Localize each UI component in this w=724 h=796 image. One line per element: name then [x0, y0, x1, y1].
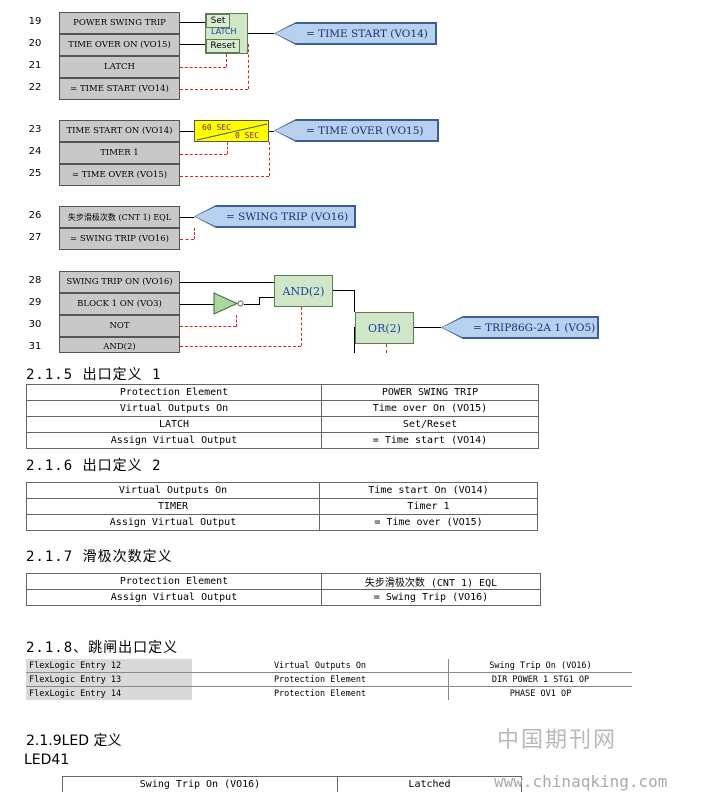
led-table: Swing Trip On (VO16) Latched — [62, 776, 522, 792]
logic-entry: BLOCK 1 ON (VO3) — [59, 293, 180, 315]
row-number: 29 — [28, 297, 42, 308]
timer-block: 60 SEC 0 SEC — [194, 120, 269, 142]
logic-entry: = SWING TRIP (VO16) — [59, 228, 180, 250]
output-tag: = SWING TRIP (VO16) — [195, 206, 355, 227]
section-subheading: LED41 — [24, 752, 70, 768]
row-number: 19 — [28, 16, 42, 27]
table-row: FlexLogic Entry 12 Virtual Outputs On Sw… — [26, 659, 632, 673]
row-number: 21 — [28, 60, 42, 71]
logic-entry: = TIME START (VO14) — [59, 78, 180, 100]
row-number: 26 — [28, 210, 42, 221]
and-gate: AND(2) — [274, 275, 333, 307]
section-heading: 2.1.8、跳闸出口定义 — [26, 640, 179, 656]
row-number: 28 — [28, 275, 42, 286]
table-cell: = Swing Trip (VO16) — [321, 589, 541, 606]
logic-entry: TIMER 1 — [59, 142, 180, 164]
table-cell: Assign Virtual Output — [26, 432, 322, 449]
table-cell: = Time start (VO14) — [321, 432, 539, 449]
table-cell: Latched — [337, 776, 522, 792]
or-gate: OR(2) — [355, 312, 414, 344]
flexlogic-table: FlexLogic Entry 12 Virtual Outputs On Sw… — [26, 659, 632, 700]
output-tag: = TIME OVER (VO15) — [275, 120, 438, 141]
table-cell: DIR POWER 1 STG1 OP — [448, 672, 632, 687]
logic-entry: SWING TRIP ON (VO16) — [59, 271, 180, 293]
table-cell: PHASE OV1 OP — [448, 686, 632, 700]
table-cell: Assign Virtual Output — [26, 589, 322, 606]
section-heading: 2.1.9LED 定义 — [26, 733, 122, 749]
row-number: 20 — [28, 38, 42, 49]
row-number: 22 — [28, 82, 42, 93]
section-heading: 2.1.6 出口定义 2 — [26, 458, 162, 474]
row-number: 31 — [28, 341, 42, 352]
table-cell: Swing Trip On (VO16) — [448, 659, 632, 673]
row-number: 23 — [28, 124, 42, 135]
table-cell: FlexLogic Entry 12 — [26, 659, 192, 673]
watermark-text: 中国期刊网 — [497, 728, 618, 753]
row-number: 24 — [28, 146, 42, 157]
logic-entry: AND(2) — [59, 337, 180, 353]
logic-entry: NOT — [59, 315, 180, 337]
output-tag: = TIME START (VO14) — [275, 23, 436, 44]
not-gate-icon — [213, 292, 244, 315]
table-cell: 失步滑极次数 (CNT 1) EQL — [321, 573, 541, 590]
row-number: 25 — [28, 168, 42, 179]
table-row: Assign Virtual Output= Swing Trip (VO16) — [26, 589, 541, 606]
table-cell: FlexLogic Entry 13 — [26, 672, 192, 687]
logic-entry: TIME OVER ON (VO15) — [59, 34, 180, 56]
table-row: FlexLogic Entry 13 Protection Element DI… — [26, 672, 632, 687]
table-cell: Time over On (VO15) — [321, 400, 539, 417]
latch-title: LATCH — [211, 27, 237, 36]
table-cell: Assign Virtual Output — [26, 514, 320, 531]
table-cell: = Time over (VO15) — [319, 514, 538, 531]
logic-entry: LATCH — [59, 56, 180, 78]
latch-reset-label: Reset — [206, 39, 240, 53]
section-heading: 2.1.7 滑极次数定义 — [26, 549, 173, 565]
table-cell: Protection Element — [26, 573, 322, 590]
row-number: 30 — [28, 319, 42, 330]
output-tag: = TRIP86G-2A 1 (VO5) — [442, 317, 598, 338]
table-cell: LATCH — [26, 416, 322, 433]
timer-on-delay: 60 SEC — [202, 123, 231, 132]
table-cell: Timer 1 — [319, 498, 538, 515]
timer-off-delay: 0 SEC — [235, 131, 260, 140]
watermark-url: www.chinaqking.com — [494, 772, 668, 791]
table-row: FlexLogic Entry 14 Protection Element PH… — [26, 686, 632, 700]
table-cell: FlexLogic Entry 14 — [26, 686, 192, 700]
table-row: Assign Virtual Output= Time over (VO15) — [26, 514, 538, 531]
table-cell: Protection Element — [273, 674, 367, 685]
table-cell: Protection Element — [26, 384, 322, 401]
table-row: Swing Trip On (VO16) Latched — [62, 776, 522, 792]
logic-entry: POWER SWING TRIP — [59, 12, 180, 34]
table-row: Assign Virtual Output= Time start (VO14) — [26, 432, 539, 449]
table-cell: Virtual Outputs On — [26, 400, 322, 417]
table-cell: Set/Reset — [321, 416, 539, 433]
table-cell: Virtual Outputs On — [273, 660, 367, 671]
table-cell: Protection Element — [273, 688, 367, 699]
logic-entry: 失步滑极次数 (CNT 1) EQL — [59, 206, 180, 228]
table-cell: Time start On (VO14) — [319, 482, 538, 499]
row-number: 27 — [28, 232, 42, 243]
table-cell: Virtual Outputs On — [26, 482, 320, 499]
latch-set-label: Set — [206, 14, 230, 28]
logic-entry: = TIME OVER (VO15) — [59, 164, 180, 186]
section-heading: 2.1.5 出口定义 1 — [26, 367, 162, 383]
table-cell: POWER SWING TRIP — [321, 384, 539, 401]
table-cell: Swing Trip On (VO16) — [62, 776, 338, 792]
logic-entry: TIME START ON (VO14) — [59, 120, 180, 142]
table-cell: TIMER — [26, 498, 320, 515]
